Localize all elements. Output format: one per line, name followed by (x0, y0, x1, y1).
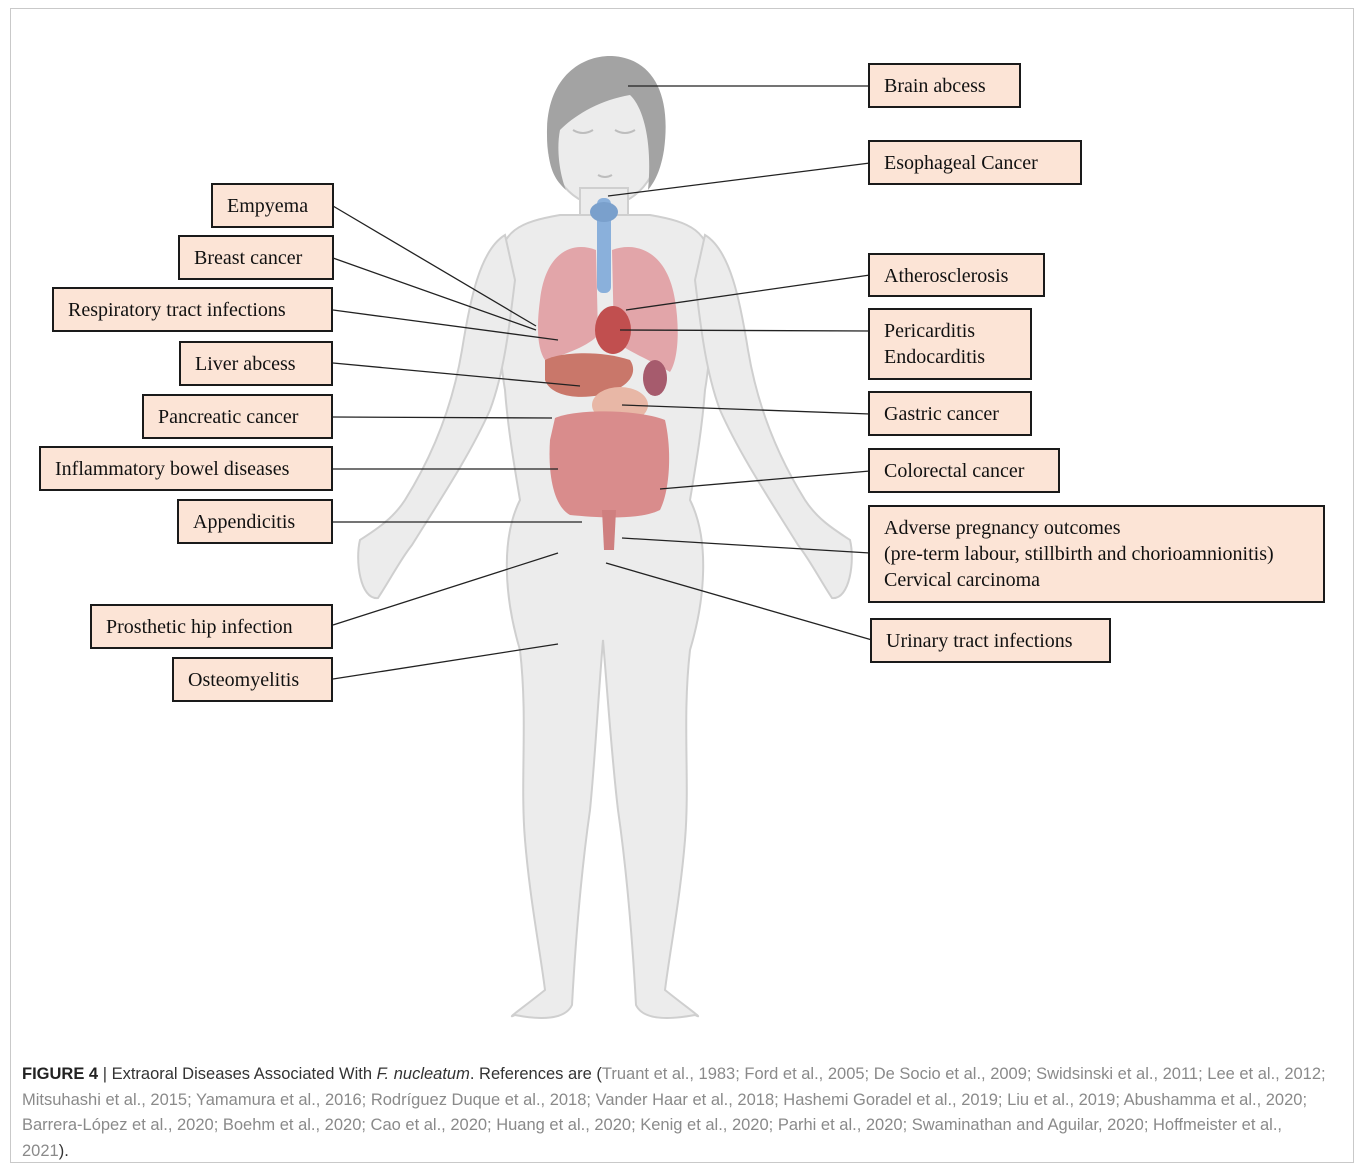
label-appendicitis: Appendicitis (177, 499, 333, 544)
label-respiratory-tract-infections: Respiratory tract infections (52, 287, 333, 332)
label-liver-abcess: Liver abcess (179, 341, 333, 386)
label-inflammatory-bowel-diseases: Inflammatory bowel diseases (39, 446, 333, 491)
label-gastric-cancer: Gastric cancer (868, 391, 1032, 436)
label-colorectal-cancer: Colorectal cancer (868, 448, 1060, 493)
label-brain-abcess: Brain abcess (868, 63, 1021, 108)
label-esophageal-cancer: Esophageal Cancer (868, 140, 1082, 185)
figure-caption: FIGURE 4 | Extraoral Diseases Associated… (22, 1062, 1332, 1164)
left-arm (358, 235, 515, 598)
label-osteomyelitis: Osteomyelitis (172, 657, 333, 702)
intestines (550, 411, 670, 517)
figure-number: FIGURE 4 (22, 1065, 98, 1083)
spleen (643, 360, 667, 396)
caption-closing: ). (59, 1142, 69, 1160)
caption-title-post: . References are ( (470, 1065, 602, 1083)
label-breast-cancer: Breast cancer (178, 235, 334, 280)
thyroid (590, 202, 618, 222)
label-empyema: Empyema (211, 183, 334, 228)
caption-separator: | (98, 1065, 111, 1083)
rectum (602, 510, 616, 550)
label-atherosclerosis: Atherosclerosis (868, 253, 1045, 297)
label-pericarditis-endocarditis: Pericarditis Endocarditis (868, 308, 1032, 380)
label-pancreatic-cancer: Pancreatic cancer (142, 394, 333, 439)
label-prosthetic-hip-infection: Prosthetic hip infection (90, 604, 333, 649)
label-adverse-pregnancy-outcomes: Adverse pregnancy outcomes (pre-term lab… (868, 505, 1325, 603)
label-urinary-tract-infections: Urinary tract infections (870, 618, 1111, 663)
caption-organism: F. nucleatum (377, 1065, 470, 1083)
caption-title-pre: Extraoral Diseases Associated With (112, 1065, 377, 1083)
